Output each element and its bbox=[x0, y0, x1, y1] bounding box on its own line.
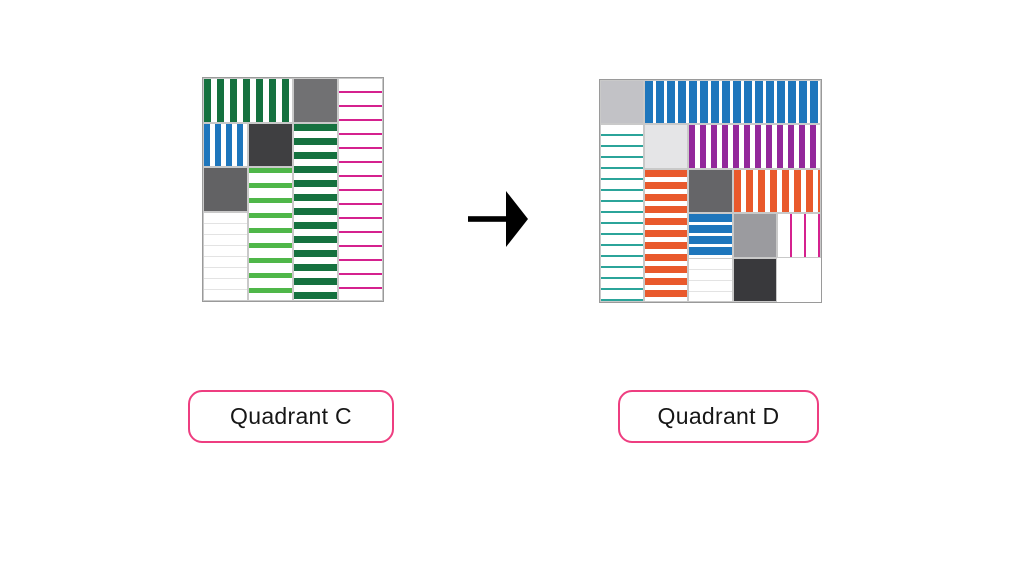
pattern-cell-gray-square bbox=[732, 213, 777, 258]
pattern-cell-darkgreen-horizontal-stripes bbox=[293, 122, 338, 301]
pattern-cell-palegray-square bbox=[644, 124, 689, 169]
quadrant-d-button[interactable]: Quadrant D bbox=[618, 390, 819, 443]
quadrant-c-pattern-grid bbox=[202, 77, 384, 302]
pattern-cell-lightgreen-horizontal-stripes bbox=[248, 167, 293, 301]
quadrant-c-button[interactable]: Quadrant C bbox=[188, 390, 394, 443]
pattern-cell-orange-horizontal-stripes bbox=[644, 168, 689, 302]
quadrant-c-button-label: Quadrant C bbox=[230, 403, 352, 429]
pattern-cell-darkgreen-vertical-stripes bbox=[203, 78, 293, 123]
pattern-cell-darkgray-square bbox=[203, 167, 248, 212]
pattern-cell-white-faint-lines bbox=[203, 211, 248, 301]
pattern-cell-charcoal-square bbox=[248, 122, 293, 168]
pattern-cell-orange-vertical-stripes bbox=[732, 168, 821, 214]
pattern-cell-blue-vertical-stripes bbox=[203, 122, 248, 168]
right-arrow-icon bbox=[468, 191, 528, 247]
pattern-cell-lightgray-square bbox=[600, 80, 645, 125]
quadrant-d-button-label: Quadrant D bbox=[657, 403, 780, 429]
pattern-cell-white-faint-lines bbox=[688, 257, 733, 302]
pattern-cell-darkgray-square bbox=[688, 168, 733, 214]
pattern-cell-purple-vertical-stripes bbox=[688, 124, 821, 169]
pattern-cell-gray-square bbox=[293, 78, 338, 123]
quadrant-d-pattern-grid bbox=[599, 79, 822, 303]
pattern-cell-pink-horizontal-lines bbox=[338, 78, 383, 301]
pattern-cell-blue-vertical-stripes bbox=[644, 80, 821, 125]
pattern-cell-charcoal-square bbox=[732, 257, 777, 302]
pattern-cell-pink-vertical-lines bbox=[776, 213, 821, 258]
pattern-cell-teal-horizontal-lines bbox=[600, 124, 645, 302]
